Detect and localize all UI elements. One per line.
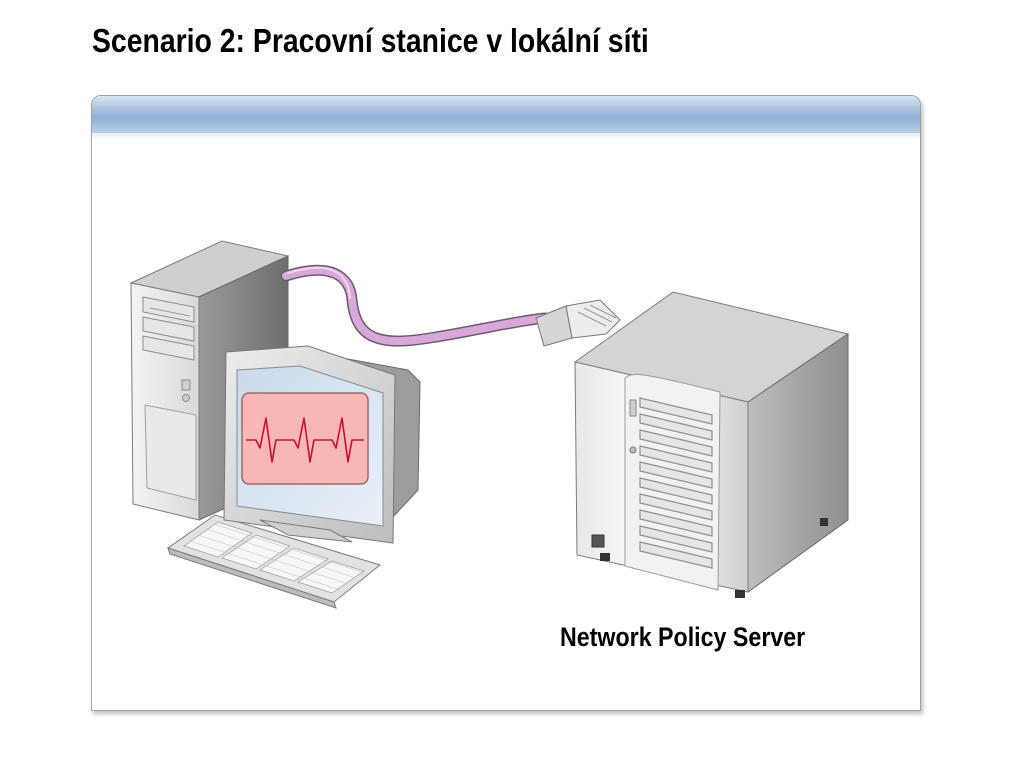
server-tower-icon	[573, 291, 850, 598]
panel-header-bar	[92, 96, 920, 140]
rj45-connector-icon	[535, 299, 621, 347]
heartbeat-waveform-icon	[241, 392, 369, 485]
keyboard-icon	[166, 514, 382, 609]
slide-title: Scenario 2: Pracovní stanice v lokální s…	[92, 22, 649, 59]
server-label: Network Policy Server	[560, 622, 806, 652]
network-cable-icon	[280, 264, 551, 347]
